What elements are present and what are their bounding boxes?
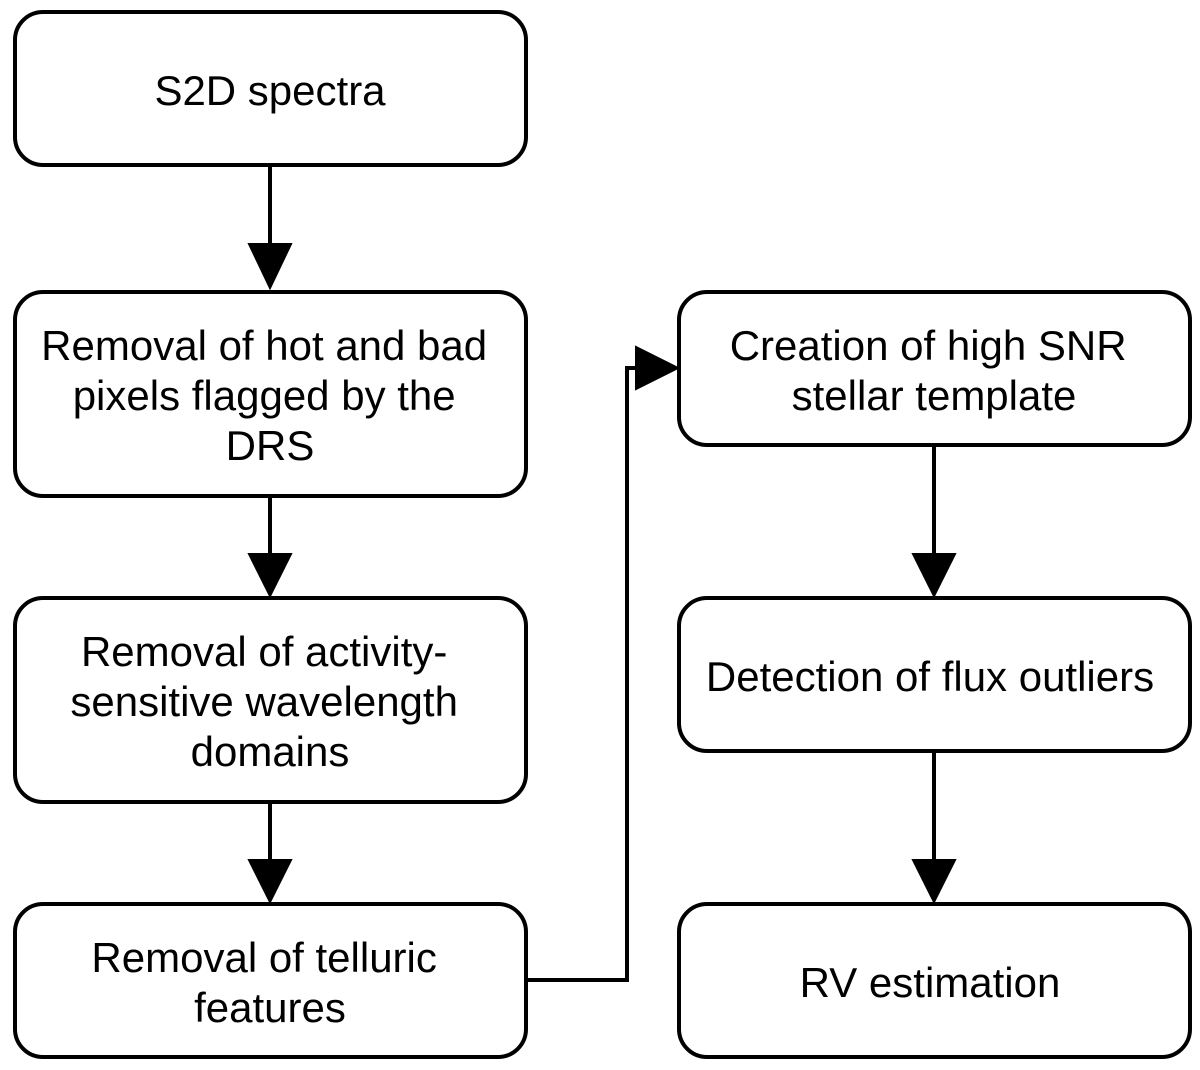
edge-telluric-to-template bbox=[526, 345, 681, 982]
edge-hot-pixels-to-activity bbox=[247, 496, 293, 599]
node-hot-bad-pixels-label: Removal of hot and bad pixels flagged by… bbox=[41, 322, 499, 469]
node-telluric-features: Removal of telluric features bbox=[13, 902, 528, 1059]
edge-activity-to-telluric bbox=[247, 802, 293, 905]
node-activity-domains-label: Removal of activity- sensitive wavelengt… bbox=[70, 628, 469, 775]
node-s2d-spectra-label: S2D spectra bbox=[154, 67, 386, 114]
edge-template-to-flux-outliers bbox=[911, 445, 957, 599]
node-activity-domains: Removal of activity- sensitive wavelengt… bbox=[13, 596, 528, 804]
edges bbox=[247, 165, 957, 982]
node-flux-outliers-label: Detection of flux outliers bbox=[706, 653, 1154, 700]
node-hot-bad-pixels: Removal of hot and bad pixels flagged by… bbox=[13, 290, 528, 498]
node-s2d-spectra: S2D spectra bbox=[13, 10, 528, 167]
node-rv-estimation-label: RV estimation bbox=[800, 959, 1061, 1006]
nodes: S2D spectra Removal of hot and bad pixel… bbox=[13, 10, 1192, 1059]
node-stellar-template-label: Creation of high SNR stellar template bbox=[730, 322, 1139, 419]
node-flux-outliers: Detection of flux outliers bbox=[677, 596, 1192, 753]
edge-flux-outliers-to-rv bbox=[911, 751, 957, 905]
node-rv-estimation: RV estimation bbox=[677, 902, 1192, 1059]
node-telluric-features-label: Removal of telluric features bbox=[91, 934, 448, 1031]
node-stellar-template: Creation of high SNR stellar template bbox=[677, 290, 1192, 447]
edge-s2d-to-hot-pixels bbox=[247, 165, 293, 291]
